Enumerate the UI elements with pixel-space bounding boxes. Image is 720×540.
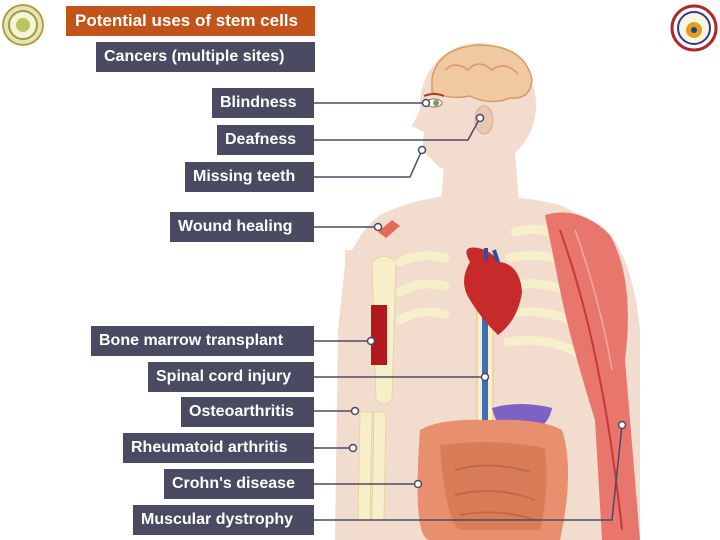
diagram-title: Potential uses of stem cells [66, 6, 315, 36]
small-intestine [440, 442, 547, 530]
label-bone-marrow: Bone marrow transplant [91, 326, 314, 356]
label-crohns: Crohn's disease [164, 469, 314, 499]
label-wound-healing: Wound healing [170, 212, 314, 242]
label-osteoarthritis: Osteoarthritis [181, 397, 314, 427]
label-spinal-cord: Spinal cord injury [148, 362, 314, 392]
label-muscular: Muscular dystrophy [133, 505, 314, 535]
label-cancers: Cancers (multiple sites) [96, 42, 315, 72]
label-rheumatoid: Rheumatoid arthritis [123, 433, 314, 463]
label-missing-teeth: Missing teeth [185, 162, 314, 192]
label-blindness: Blindness [212, 88, 314, 118]
radius-bone [358, 412, 372, 520]
label-deafness: Deafness [217, 125, 314, 155]
bone-marrow [371, 305, 387, 365]
